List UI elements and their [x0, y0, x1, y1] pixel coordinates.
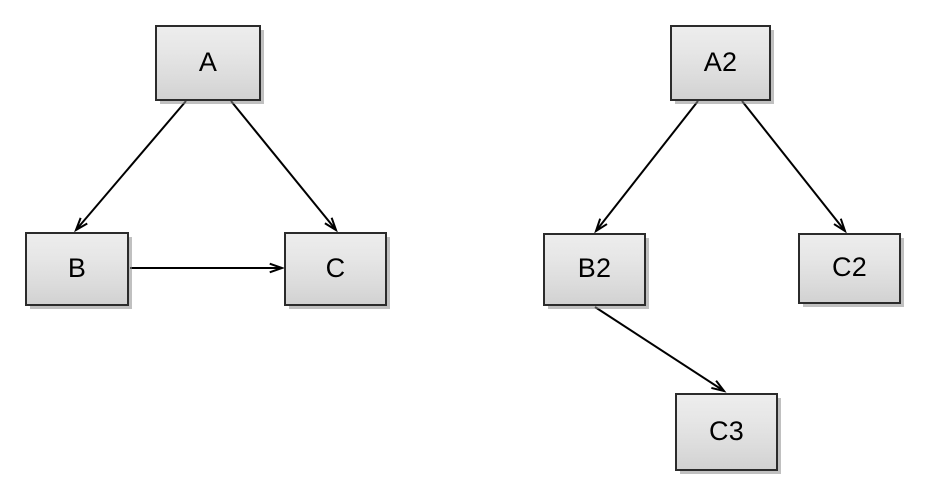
edge-a-c[interactable] [230, 100, 337, 231]
arrowhead-b2-c3 [711, 380, 727, 393]
node-a[interactable]: A [155, 25, 261, 101]
arrowhead-b-c [269, 262, 285, 274]
node-label-c3: C3 [708, 415, 745, 446]
edge-line-a-b [75, 100, 187, 231]
node-label-b2: B2 [577, 253, 612, 283]
arrowhead-a2-c2 [833, 218, 847, 234]
arrowhead-a2-b2 [594, 218, 608, 234]
node-label-b: B [67, 252, 87, 283]
node-c3[interactable]: C3 [675, 393, 778, 471]
edge-b2-c3[interactable] [594, 306, 725, 392]
node-b[interactable]: B [25, 232, 129, 306]
node-label-a2: A2 [703, 46, 738, 77]
edge-line-a-c [230, 100, 337, 231]
arrowhead-a-b [74, 217, 88, 233]
node-a2[interactable]: A2 [670, 25, 771, 101]
edge-a-b[interactable] [75, 100, 187, 231]
edge-a2-c2[interactable] [741, 100, 846, 232]
node-label-a: A [198, 46, 218, 77]
edge-a2-b2[interactable] [595, 100, 699, 232]
edge-line-b2-c3 [594, 306, 725, 392]
node-c[interactable]: C [284, 232, 387, 306]
node-c2[interactable]: C2 [798, 233, 901, 304]
node-b2[interactable]: B2 [543, 233, 646, 306]
arrowhead-a-c [324, 217, 338, 233]
edge-line-a2-c2 [741, 100, 846, 232]
edge-line-a2-b2 [595, 100, 699, 232]
node-label-c2: C2 [831, 252, 868, 282]
node-label-c: C [325, 252, 346, 283]
